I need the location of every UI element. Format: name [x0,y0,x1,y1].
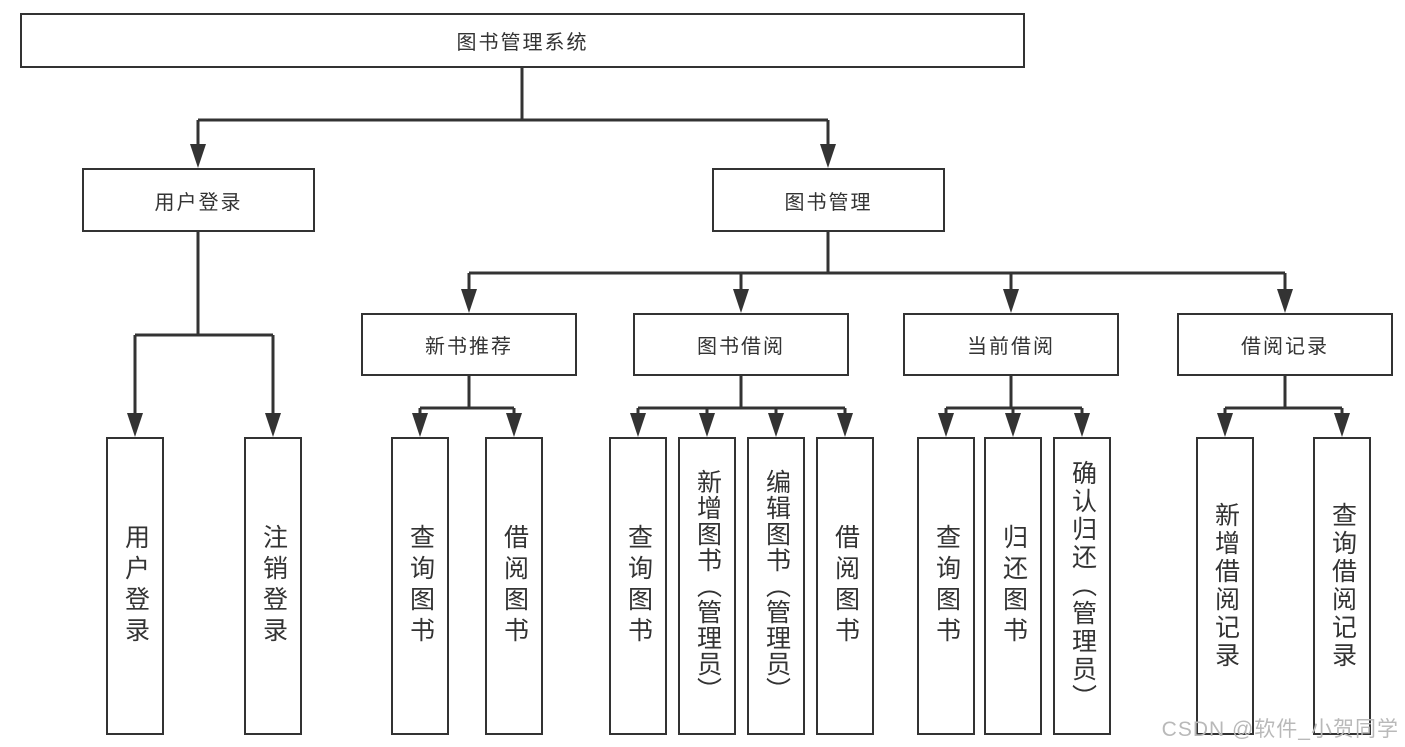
arrow-down-icon [190,144,206,168]
leaf-label: 编辑图书（管理员） [762,469,791,703]
leaf-label: 注销登录 [259,524,288,648]
leaf-label: 查询图书 [932,524,961,648]
node-label: 当前借阅 [967,336,1055,358]
connector-borrow-records-subtree [1217,376,1350,437]
arrow-down-icon [938,413,954,437]
leaf-borrow-books: 借阅图书 [485,437,543,735]
arrow-down-icon [412,413,428,437]
arrow-down-icon [733,289,749,313]
node-label: 图书管理系统 [456,32,589,54]
arrow-down-icon [837,413,853,437]
leaf-logout: 注销登录 [244,437,302,735]
arrow-down-icon [1217,413,1233,437]
arrow-down-icon [1277,289,1293,313]
leaf-add-books-admin: 新增图书（管理员） [678,437,736,735]
leaf-query-borrow-record: 查询借阅记录 [1313,437,1371,735]
leaf-label: 借阅图书 [831,524,860,648]
leaf-label: 查询图书 [624,524,653,648]
leaf-query-books: 查询图书 [917,437,975,735]
arrow-down-icon [461,289,477,313]
arrow-down-icon [1334,413,1350,437]
leaf-confirm-return-admin: 确认归还（管理员） [1053,437,1111,735]
leaf-label: 归还图书 [999,524,1028,648]
arrow-down-icon [1003,289,1019,313]
node-book-management: 图书管理 [712,168,945,232]
node-current-borrow: 当前借阅 [903,313,1119,376]
arrow-down-icon [630,413,646,437]
node-label: 借阅记录 [1241,336,1329,358]
leaf-borrow-books: 借阅图书 [816,437,874,735]
leaf-label: 新增图书（管理员） [693,469,722,703]
leaf-label: 新增借阅记录 [1211,502,1240,670]
leaf-label: 用户登录 [121,524,150,648]
connector-book-borrow-subtree [630,376,853,437]
connector-book-management-subtree [461,232,1293,313]
node-book-borrow: 图书借阅 [633,313,849,376]
node-label: 图书借阅 [697,336,785,358]
leaf-label: 查询借阅记录 [1328,502,1357,670]
leaf-label: 借阅图书 [500,524,529,648]
connector-new-book-subtree [412,376,522,437]
node-root-system: 图书管理系统 [20,13,1025,68]
arrow-down-icon [1005,413,1021,437]
arrow-down-icon [127,413,143,437]
node-borrow-records: 借阅记录 [1177,313,1393,376]
leaf-label: 查询图书 [406,524,435,648]
node-label: 用户登录 [154,191,243,214]
node-new-book-recommend: 新书推荐 [361,313,577,376]
leaf-query-books: 查询图书 [391,437,449,735]
node-label: 图书管理 [784,191,873,214]
leaf-label: 确认归还（管理员） [1068,460,1097,712]
connector-root-to-level2 [190,68,836,168]
leaf-return-books: 归还图书 [984,437,1042,735]
connector-current-borrow-subtree [938,376,1090,437]
arrow-down-icon [506,413,522,437]
watermark: CSDN @软件_小贺同学 [1161,718,1399,741]
arrow-down-icon [1074,413,1090,437]
arrow-down-icon [768,413,784,437]
leaf-user-login: 用户登录 [106,437,164,735]
leaf-add-borrow-record: 新增借阅记录 [1196,437,1254,735]
leaf-edit-books-admin: 编辑图书（管理员） [747,437,805,735]
node-label: 新书推荐 [425,336,513,358]
leaf-query-books: 查询图书 [609,437,667,735]
arrow-down-icon [699,413,715,437]
arrow-down-icon [265,413,281,437]
arrow-down-icon [820,144,836,168]
connector-user-login-subtree [127,232,281,437]
node-user-login: 用户登录 [82,168,315,232]
